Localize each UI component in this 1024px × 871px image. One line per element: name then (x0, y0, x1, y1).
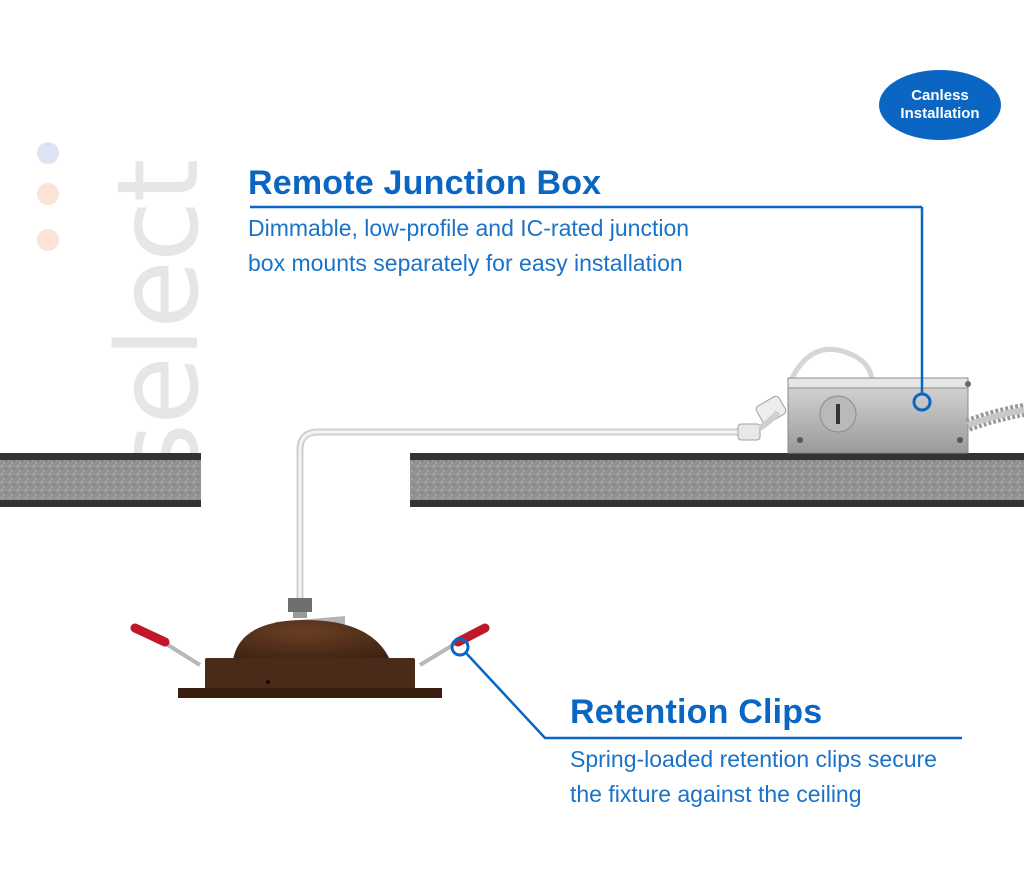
ceiling-left (0, 453, 201, 507)
retention-clips-title: Retention Clips (570, 693, 823, 731)
badge-line-2: Installation (900, 105, 980, 122)
retention-clips-description: Spring-loaded retention clips secure the… (570, 742, 937, 812)
retention-clip-left (130, 623, 202, 667)
retention-clips-desc-line-2: the fixture against the ceiling (570, 781, 862, 807)
junction-box-title: Remote Junction Box (248, 164, 602, 202)
retention-clips-leader (450, 637, 962, 740)
junction-box-leader (250, 205, 932, 412)
junction-box-desc-line-2: box mounts separately for easy installat… (248, 250, 683, 276)
junction-box (787, 377, 971, 454)
badge-line-1: Canless (911, 87, 969, 104)
ceiling-right (410, 453, 1024, 507)
junction-lead (787, 346, 875, 384)
canless-installation-badge: Canless Installation (879, 70, 1001, 140)
brand-dots (37, 142, 59, 251)
downlight-fixture (178, 598, 442, 698)
cable-connector (737, 395, 787, 441)
retention-clips-desc-line-1: Spring-loaded retention clips secure (570, 746, 937, 772)
junction-box-desc-line-1: Dimmable, low-profile and IC-rated junct… (248, 215, 690, 241)
junction-box-description: Dimmable, low-profile and IC-rated junct… (248, 211, 689, 281)
brand-logo: select (20, 70, 224, 481)
